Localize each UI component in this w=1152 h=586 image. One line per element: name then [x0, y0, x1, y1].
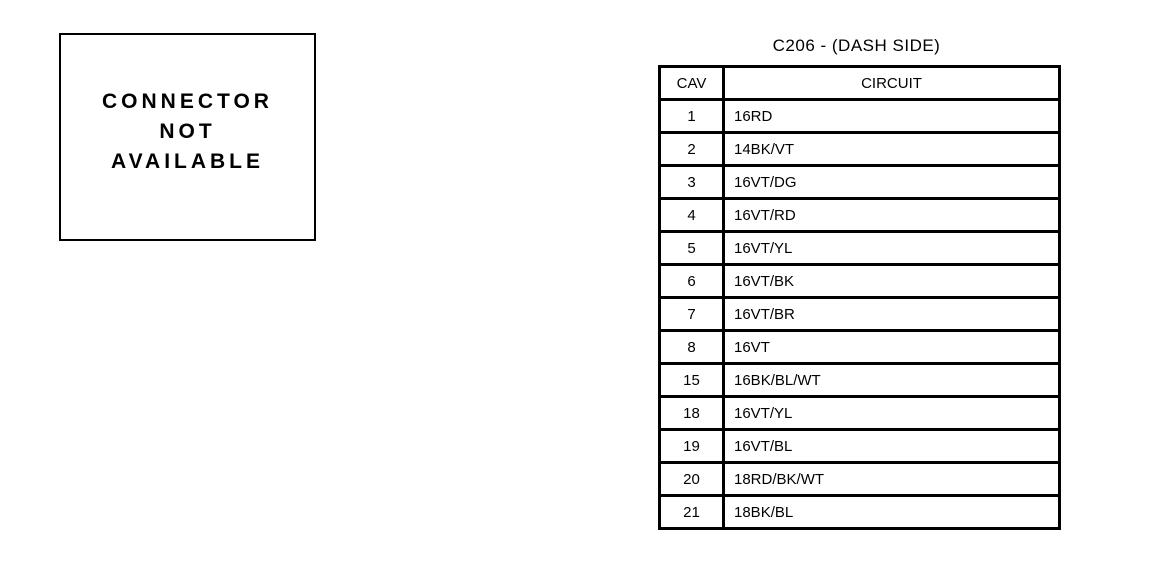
cav-cell: 7 — [658, 296, 725, 332]
connector-table-title: C206 - (DASH SIDE) — [772, 36, 941, 55]
connector-not-available-line-2: NOT — [159, 120, 216, 143]
circuit-cell: 16VT/DG — [722, 164, 1061, 200]
cav-cell: 3 — [658, 164, 725, 200]
circuit-cell: 16BK/BL/WT — [722, 362, 1061, 398]
connector-not-available-line-1: CONNECTOR — [102, 90, 273, 113]
cav-cell: 1 — [658, 98, 725, 134]
circuit-cell: 16VT/BL — [722, 428, 1061, 464]
circuit-cell: 16VT/YL — [722, 395, 1061, 431]
circuit-cell: 16VT/RD — [722, 197, 1061, 233]
cav-cell: 4 — [658, 197, 725, 233]
connector-not-available-box: CONNECTOR NOT AVAILABLE — [59, 33, 316, 241]
circuit-cell: 16VT/YL — [722, 230, 1061, 266]
cav-cell: 6 — [658, 263, 725, 299]
connector-not-available-line-3: AVAILABLE — [110, 150, 265, 173]
cav-cell: 5 — [658, 230, 725, 266]
circuit-cell: 16VT/BR — [722, 296, 1061, 332]
cav-cell: 21 — [658, 494, 725, 530]
table-header-row: CAV CIRCUIT — [658, 65, 1061, 101]
cav-cell: 18 — [658, 395, 725, 431]
cav-column-header: CAV — [658, 65, 725, 101]
circuit-cell: 16VT — [722, 329, 1061, 365]
circuit-cell: 18BK/BL — [722, 494, 1061, 530]
circuit-cell: 18RD/BK/WT — [722, 461, 1061, 497]
cav-cell: 15 — [658, 362, 725, 398]
cav-cell: 8 — [658, 329, 725, 365]
circuit-cell: 16VT/BK — [722, 263, 1061, 299]
circuit-cell: 14BK/VT — [722, 131, 1061, 167]
cav-cell: 2 — [658, 131, 725, 167]
circuit-column-header: CIRCUIT — [722, 65, 1061, 101]
cav-cell: 19 — [658, 428, 725, 464]
circuit-cell: 16RD — [722, 98, 1061, 134]
cav-cell: 20 — [658, 461, 725, 497]
